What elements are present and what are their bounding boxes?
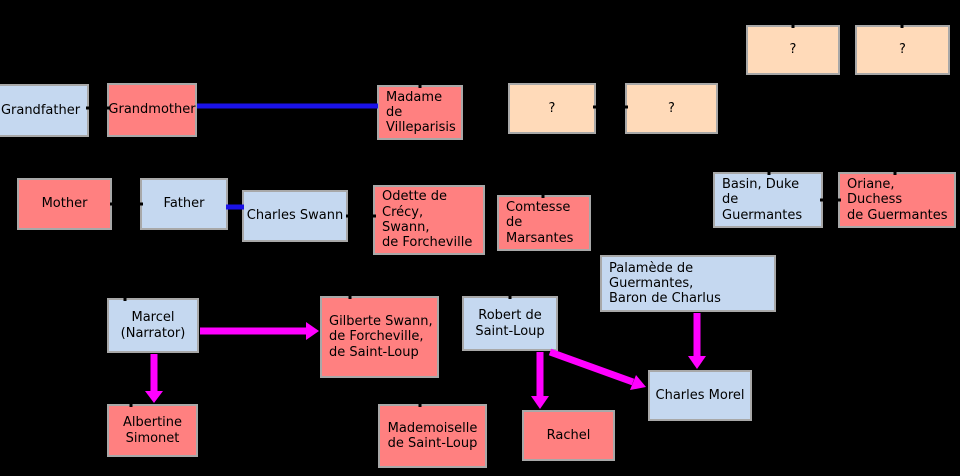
node-grandmother: Grandmother — [107, 83, 197, 137]
node-odette: Odette de Crécy, Swann, de Forcheville — [373, 185, 485, 255]
node-unknown-mid-left: ? — [508, 83, 596, 134]
node-unknown-top-right: ? — [855, 25, 950, 75]
arrow-marcel-albertine-head — [145, 391, 163, 403]
node-madame-de-villeparisis: Madame de Villeparisis — [377, 85, 463, 140]
arrow-charlus-morel-head — [688, 356, 706, 369]
node-oriane-duchess-de-guermantes: Oriane, Duchess de Guermantes — [838, 172, 956, 228]
arrow-robert-morel-head — [630, 375, 646, 390]
node-basin-duke-de-guermantes: Basin, Duke de Guermantes — [713, 172, 823, 228]
node-charles-swann: Charles Swann — [242, 190, 348, 242]
node-charles-morel: Charles Morel — [648, 370, 752, 421]
node-unknown-mid-right: ? — [625, 83, 718, 134]
arrow-robert-morel-shaft — [548, 348, 635, 386]
node-robert-de-saint-loup: Robert de Saint-Loup — [462, 296, 558, 351]
node-rachel: Rachel — [522, 410, 615, 461]
node-palamede-baron-de-charlus: Palamède de Guermantes, Baron de Charlus — [600, 255, 776, 312]
node-mademoiselle-de-saint-loup: Mademoiselle de Saint-Loup — [378, 404, 487, 468]
node-unknown-top-left: ? — [746, 25, 840, 75]
node-father: Father — [140, 178, 228, 230]
node-gilberte-swann: Gilberte Swann, de Forcheville, de Saint… — [320, 296, 439, 378]
node-marcel-narrator: Marcel (Narrator) — [107, 298, 199, 353]
node-comtesse-de-marsantes: Comtesse de Marsantes — [497, 195, 591, 251]
node-grandfather: Grandfather — [0, 84, 89, 137]
arrow-robert-rachel-head — [531, 396, 549, 409]
arrow-marcel-gilberte-head — [306, 322, 319, 340]
node-albertine-simonet: Albertine Simonet — [107, 404, 198, 457]
node-mother: Mother — [17, 178, 112, 230]
